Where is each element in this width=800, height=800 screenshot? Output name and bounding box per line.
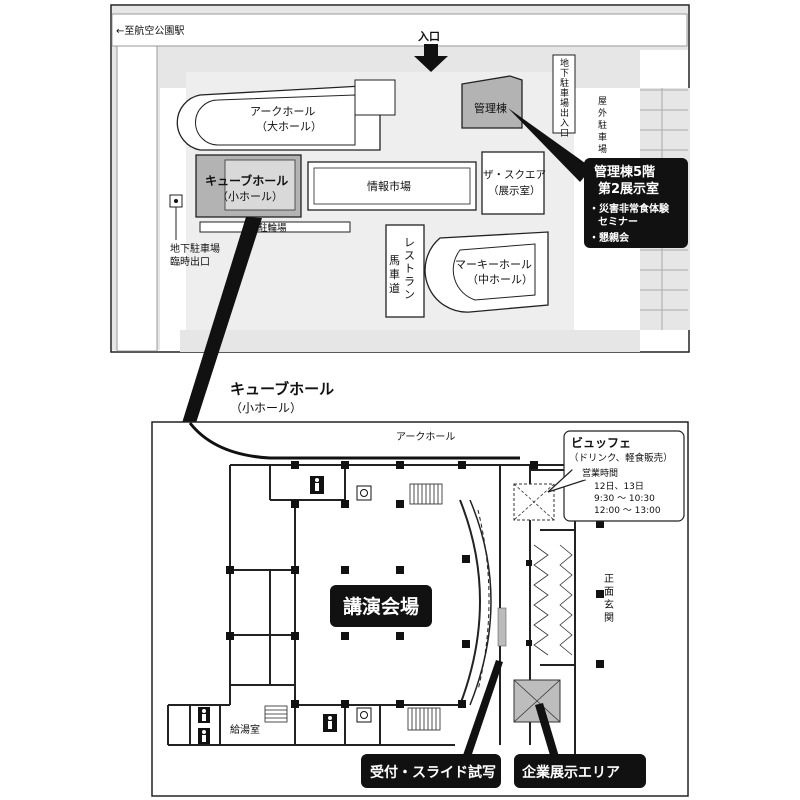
outdoor-parking-label: 屋外駐車場 (598, 96, 607, 155)
cube-hall-label: キューブホール (205, 173, 288, 188)
callout-pointer (508, 108, 592, 182)
marquee-hall-sub-label: （中ホール） (467, 273, 533, 286)
entrance-arrow-icon (414, 44, 448, 72)
front-entrance-label: 正面玄関 (604, 574, 614, 624)
marquee-hall-building (424, 231, 549, 313)
buffet-title: ビュッフェ (571, 435, 631, 450)
hours-title: 営業時間 (582, 467, 618, 479)
underground-parking-entrance-label: 地下駐車場出入口 (560, 57, 569, 139)
restroom-icon (198, 707, 210, 723)
floor-plan: キューブホール （小ホール） アークホール (151, 380, 689, 797)
exhibit-badge (514, 754, 646, 788)
admin-building-label: 管理棟 (474, 101, 507, 115)
reception-badge (361, 754, 501, 788)
callout-box: 管理棟5階 第2展示室 ・災害非常食体験 セミナー ・懇親会 (584, 158, 688, 248)
info-market-building (307, 161, 477, 211)
restroom-icon (198, 728, 210, 744)
main-hall-label: 講演会場 (343, 595, 419, 618)
reception-table (497, 607, 507, 647)
main-hall-badge (330, 585, 432, 627)
arc-hall-label: アークホール (250, 105, 315, 118)
zoom-wedge (182, 217, 262, 423)
restroom-icon (323, 714, 337, 732)
marquee-hall-label: マーキーホール (455, 258, 532, 271)
floor-plan-heading-sub: （小ホール） (230, 401, 302, 415)
cube-hall-sub-label: （小ホール） (217, 190, 283, 203)
side-road (116, 45, 158, 352)
bike-parking-label: 駐輪場 (258, 222, 287, 234)
exhibit-label: 企業展示エリア (521, 764, 620, 781)
main-road (111, 13, 688, 47)
callout-item-1a: ・災害非常食体験 (589, 202, 670, 215)
hours-slot-2: 12:00 ～ 13:00 (594, 506, 661, 516)
arc-hall-ref-label: アークホール (396, 431, 455, 443)
entrance-label: 入口 (418, 30, 440, 43)
arc-hall-sub-label: （大ホール） (256, 119, 322, 133)
restaurant-building (385, 224, 425, 318)
kitchenette-label: 給湯室 (230, 723, 260, 736)
accessible-icon (356, 707, 372, 723)
buffet-callout: ビュッフェ （ドリンク、軽食販売） 営業時間 12日、13日 9:30 ～ 10… (547, 430, 685, 522)
arc-hall-building (176, 84, 381, 151)
info-market-label: 情報市場 (367, 179, 411, 193)
callout-item-1b: セミナー (598, 216, 638, 228)
callout-title-2: 第2展示室 (598, 181, 659, 197)
bike-parking (199, 221, 351, 233)
reception-label: 受付・スライド試写 (370, 764, 496, 781)
stairs (264, 483, 443, 731)
reception-pointer (462, 660, 503, 760)
horse-path-label: 馬車道 (389, 254, 400, 295)
parking-temp-exit-label-1: 地下駐車場 (170, 242, 220, 255)
restroom-icon (310, 476, 324, 494)
buffet-area (513, 483, 555, 521)
station-direction: ←至航空公園駅 (116, 24, 184, 37)
the-square-sub-label: （展示室） (488, 184, 541, 197)
exhibit-area (513, 679, 561, 723)
floor-plan-heading: キューブホール (230, 380, 334, 398)
callout-title-1: 管理棟5階 (594, 164, 655, 180)
the-square-label: ザ・スクエア (483, 169, 546, 181)
restaurant-label: レストラン (404, 236, 415, 301)
hours-slot-1: 9:30 ～ 10:30 (594, 494, 655, 504)
accessible-icon (356, 485, 372, 501)
admin-building (461, 75, 523, 129)
pillars (226, 461, 604, 708)
the-square-building (481, 151, 545, 215)
hours-days: 12日、13日 (594, 481, 644, 492)
underground-parking-entrance-box (552, 54, 576, 134)
parking-temp-exit-label-2: 臨時出口 (170, 255, 210, 268)
exhibit-pointer (535, 703, 560, 762)
callout-item-2: ・懇親会 (589, 231, 629, 244)
buffet-sub: （ドリンク、軽食販売） (569, 452, 673, 464)
